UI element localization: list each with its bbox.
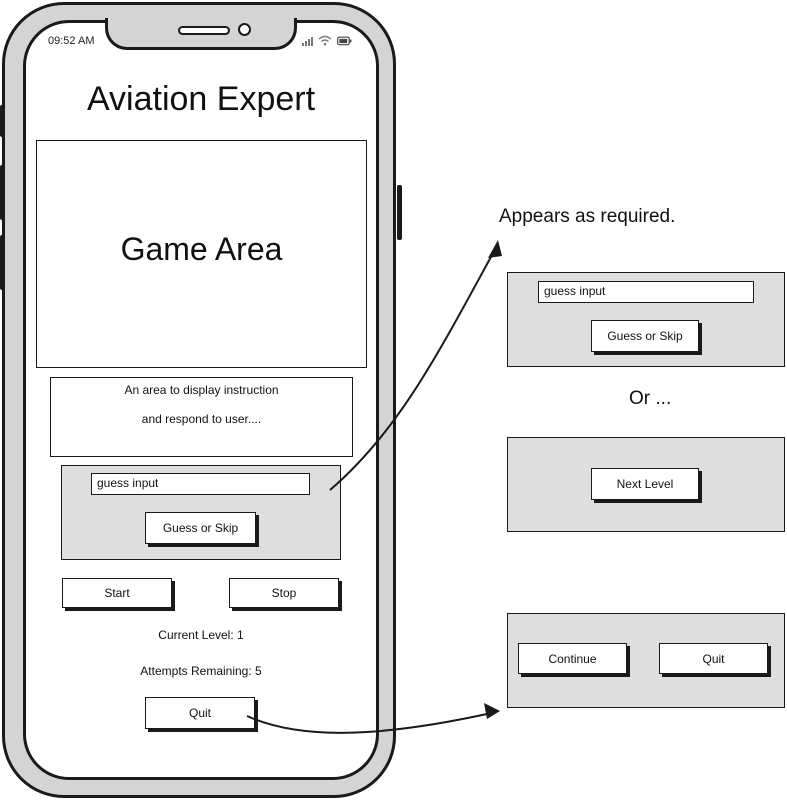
- quit-button[interactable]: Quit: [145, 697, 255, 729]
- confirm-quit-button[interactable]: Quit: [659, 643, 768, 674]
- start-button[interactable]: Start: [62, 578, 172, 608]
- instruction-line: and respond to user....: [141, 412, 262, 426]
- phone-power-button: [397, 185, 402, 240]
- instruction-line: An area to display instruction: [124, 383, 279, 397]
- status-time: 09:52 AM: [48, 35, 95, 47]
- status-icons: [302, 34, 352, 46]
- camera-icon: [238, 23, 251, 36]
- phone-notch: [105, 18, 297, 50]
- appears-note: Appears as required.: [499, 206, 676, 227]
- variant-guess-input[interactable]: guess input: [538, 281, 754, 303]
- instruction-panel: An area to display instruction and respo…: [50, 377, 353, 457]
- game-area[interactable]: Game Area: [36, 140, 367, 368]
- battery-icon: [337, 36, 352, 46]
- phone-side-button: [0, 105, 5, 137]
- guess-or-skip-button[interactable]: Guess or Skip: [145, 512, 256, 544]
- arrowhead-quit-panel: [484, 703, 500, 719]
- phone-side-button: [0, 235, 5, 290]
- guess-input[interactable]: guess input: [91, 473, 310, 495]
- stop-button[interactable]: Stop: [229, 578, 339, 608]
- app-title: Aviation Expert: [86, 80, 316, 118]
- speaker-grille: [178, 26, 230, 35]
- variant-guess-or-skip-button[interactable]: Guess or Skip: [591, 320, 699, 352]
- attempts-remaining-text: Attempts Remaining: 5: [140, 664, 262, 678]
- next-level-button[interactable]: Next Level: [591, 468, 699, 500]
- wifi-icon: [318, 35, 332, 46]
- or-text: Or ...: [629, 388, 672, 409]
- current-level-text: Current Level: 1: [158, 628, 244, 642]
- phone-side-button: [0, 165, 5, 220]
- cellular-signal-icon: [302, 36, 313, 46]
- game-area-label: Game Area: [120, 231, 283, 267]
- arrowhead-variants: [488, 240, 502, 258]
- continue-button[interactable]: Continue: [518, 643, 627, 674]
